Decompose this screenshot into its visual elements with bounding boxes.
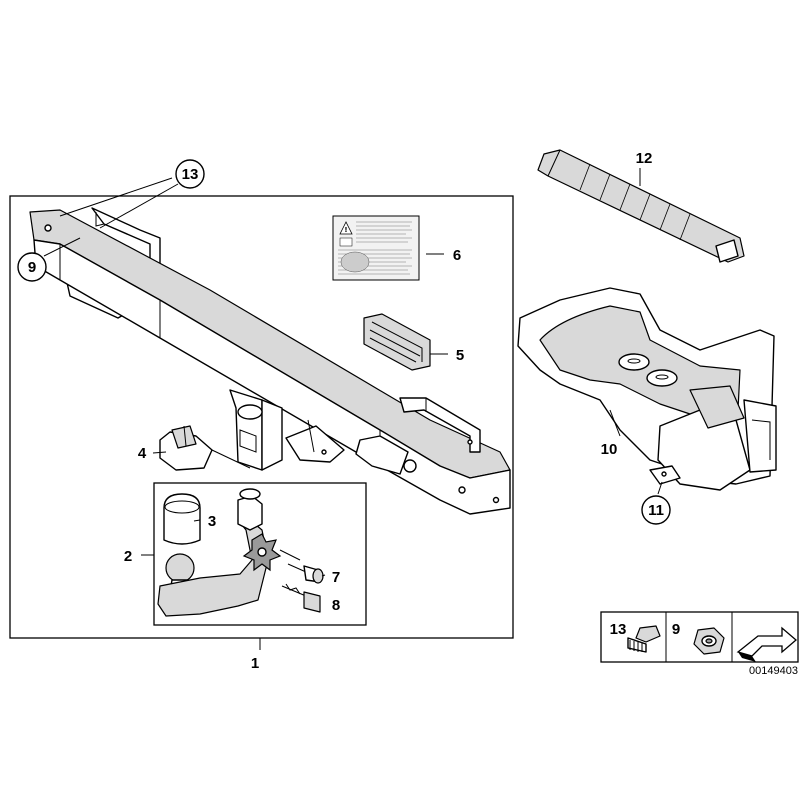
callout-10: 10 xyxy=(601,441,618,458)
callout-circle-13 xyxy=(175,159,205,189)
lock-cylinder xyxy=(287,563,324,584)
drawing-number: 00149403 xyxy=(749,665,798,677)
callout-11: 11 xyxy=(648,502,664,519)
socket-holder xyxy=(159,425,251,471)
callout-9: 9 xyxy=(28,259,36,276)
svg-text:!: ! xyxy=(344,226,347,234)
callout-12: 12 xyxy=(636,150,653,167)
bolt-icon xyxy=(627,625,661,653)
rubber-pad xyxy=(363,313,431,371)
hitch-subframe xyxy=(153,482,367,626)
callout-circle-9 xyxy=(17,252,47,282)
legend-nut-number: 9 xyxy=(672,621,680,638)
warning-label: ! xyxy=(332,215,420,281)
callout-6: 6 xyxy=(453,247,461,264)
callout-13: 13 xyxy=(182,166,199,183)
crossbeam xyxy=(29,207,511,515)
callout-4: 4 xyxy=(138,445,147,462)
trim-strip xyxy=(537,149,745,263)
nut-icon xyxy=(693,627,725,655)
legend-bolt-number: 13 xyxy=(610,621,627,638)
callout-1: 1 xyxy=(251,655,259,672)
foam-tray xyxy=(517,287,777,491)
main-assembly-frame xyxy=(9,195,514,639)
leader-lines xyxy=(43,168,663,650)
next-page-arrow-icon[interactable] xyxy=(736,626,797,662)
callout-2: 2 xyxy=(124,548,132,565)
callout-8: 8 xyxy=(332,597,340,614)
callout-circle-11 xyxy=(641,495,671,525)
legend-box: 13 9 xyxy=(600,611,799,663)
callout-3: 3 xyxy=(208,513,216,530)
key xyxy=(281,583,321,613)
callout-5: 5 xyxy=(456,347,464,364)
ball-hitch xyxy=(157,488,301,617)
callout-7: 7 xyxy=(332,569,340,586)
ball-cap xyxy=(163,493,201,545)
